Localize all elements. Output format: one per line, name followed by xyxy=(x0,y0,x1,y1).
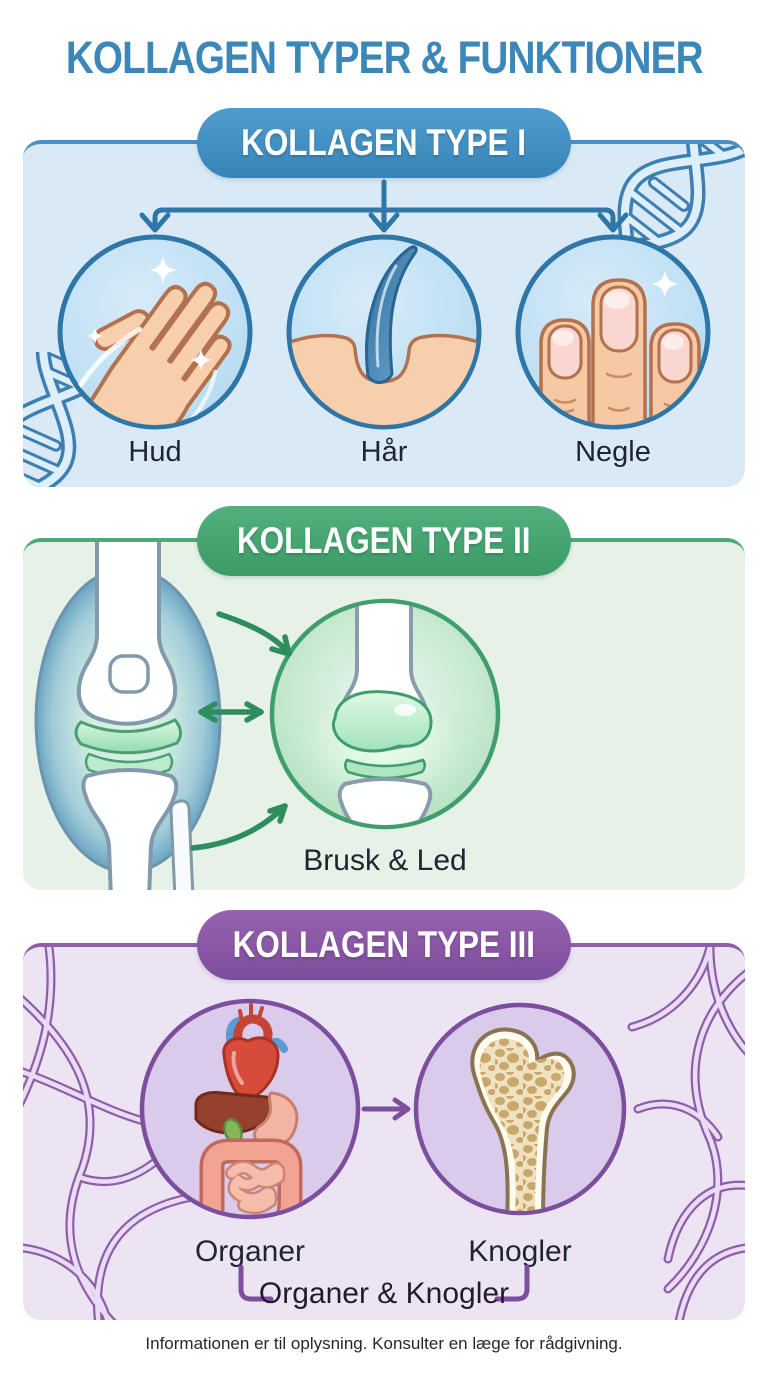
label-brusk-led: Brusk & Led xyxy=(303,844,467,877)
section-kollagen-type-2: Brusk & Led xyxy=(23,538,745,890)
banner-type-1: KOLLAGEN TYPE I xyxy=(197,108,571,178)
skin-hand-icon xyxy=(57,234,253,430)
knee-joint-icon xyxy=(34,542,222,890)
label-haar: Hår xyxy=(360,436,408,468)
disclaimer-text: Informationen er til oplysning. Konsulte… xyxy=(145,1334,623,1353)
internal-organs-icon xyxy=(139,998,361,1220)
fingernails-icon xyxy=(515,234,711,430)
label-knogler: Knogler xyxy=(468,1235,572,1268)
right-arrow-icon xyxy=(361,1097,411,1121)
label-organer: Organer xyxy=(194,1235,306,1268)
branch-arrows xyxy=(139,179,629,233)
section-kollagen-type-1: Hud Hår Negle xyxy=(23,140,745,487)
page-title: KOLLAGEN TYPER & FUNKTIONER xyxy=(65,32,704,83)
collagen-fibers-icon xyxy=(627,947,745,1320)
banner-type-3: KOLLAGEN TYPE III xyxy=(197,910,571,980)
bracket-right-icon xyxy=(494,1265,530,1302)
pointer-arrows xyxy=(190,611,292,851)
label-negle: Negle xyxy=(575,436,651,468)
section-kollagen-type-3: Organer Knogler Organer & Knogler xyxy=(23,943,745,1320)
hair-follicle-icon xyxy=(286,234,482,430)
bracket-left-icon xyxy=(238,1265,274,1302)
knee-joint-zoom-icon xyxy=(269,598,501,830)
label-hud: Hud xyxy=(128,436,182,468)
label-organer-knogler: Organer & Knogler xyxy=(258,1277,510,1310)
femur-bone-icon xyxy=(413,1002,627,1216)
banner-type-2: KOLLAGEN TYPE II xyxy=(197,506,571,576)
